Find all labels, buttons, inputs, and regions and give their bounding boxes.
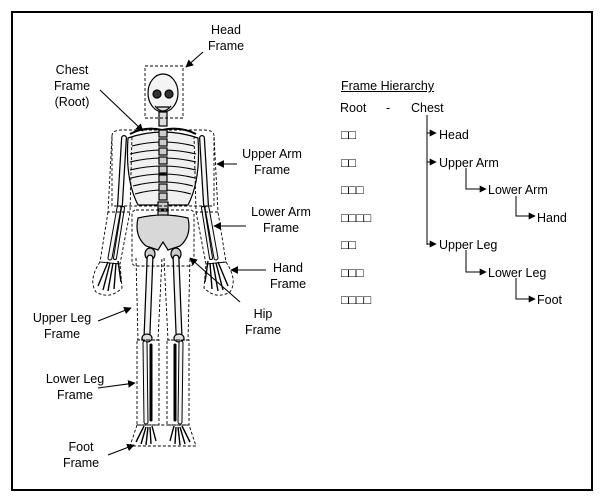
depth-marker-5: □□: [341, 238, 357, 252]
depth-marker-2: □□: [341, 156, 357, 170]
left-hand-bones: [97, 260, 122, 292]
hierarchy-lower-arm: Lower Arm: [488, 183, 548, 197]
foot-frame-label: Foot Frame: [56, 439, 106, 471]
upper-leg-frame-label-line1: Upper Leg: [32, 311, 92, 325]
chest-frame-label-line1: Chest: [55, 63, 89, 77]
dashed-frames: [92, 65, 234, 447]
hand-frame-label-line1: Hand: [273, 261, 303, 275]
lower-leg-frame-label-line2: Frame: [56, 388, 94, 402]
lower-arm-frame-label: Lower Arm Frame: [244, 204, 318, 236]
upper-leg-frame-label: Upper Leg Frame: [26, 310, 98, 342]
hand-frame-left: [92, 261, 123, 296]
chest-frame-outline: [111, 129, 215, 207]
chest-frame-label-line3: (Root): [54, 95, 90, 109]
upper-arm-frame-label: Upper Arm Frame: [236, 146, 308, 178]
upper-leg-frame-label-line2: Frame: [43, 327, 81, 341]
lower-leg-frame-label-line1: Lower Leg: [45, 372, 105, 386]
upper-arm-frame-left: [107, 135, 133, 213]
hip-frame-label: Hip Frame: [239, 306, 287, 338]
figure-border: [11, 11, 593, 491]
hierarchy-upper-leg: Upper Leg: [439, 238, 498, 252]
lower-arm-frame-right: [195, 211, 227, 265]
depth-marker-6: □□□: [341, 266, 364, 280]
skull: [147, 73, 179, 113]
head-frame-label-line2: Frame: [207, 39, 245, 53]
head-frame-label-line1: Head: [211, 23, 241, 37]
head-frame-label: Head Frame: [200, 22, 252, 54]
hip-frame-label-line2: Frame: [244, 323, 282, 337]
lower-arm-frame-label-line1: Lower Arm: [251, 205, 311, 219]
skeleton: [97, 73, 229, 446]
hand-frame-right: [203, 261, 234, 296]
lower-arm-frame-left: [99, 211, 131, 265]
chest-frame-label-line2: Frame: [53, 79, 91, 93]
hand-frame-label-line2: Frame: [269, 277, 307, 291]
upper-arm-frame-label-line1: Upper Arm: [242, 147, 302, 161]
hip-frame-box: [131, 209, 195, 267]
lower-arm-frame-label-line2: Frame: [262, 221, 300, 235]
hierarchy-head: Head: [439, 128, 469, 142]
upper-arm-frame-label-line2: Frame: [253, 163, 291, 177]
hierarchy-lower-leg: Lower Leg: [488, 266, 547, 280]
depth-marker-3: □□□: [341, 183, 364, 197]
depth-marker-1: □□: [341, 128, 357, 142]
hierarchy-dash: -: [386, 101, 391, 115]
hierarchy-root: Root: [340, 101, 367, 115]
upper-arm-frame-right: [193, 135, 219, 213]
hip-frame-label-line1: Hip: [253, 307, 273, 321]
depth-marker-4: □□□□: [341, 211, 372, 225]
right-hand-bones: [204, 260, 229, 292]
foot-frame-label-line2: Frame: [62, 456, 100, 470]
foot-frame-label-line1: Foot: [68, 440, 94, 454]
hand-frame-label: Hand Frame: [264, 260, 312, 292]
hierarchy-connectors: [426, 115, 536, 303]
hierarchy-title: Frame Hierarchy: [341, 79, 435, 93]
depth-marker-7: □□□□: [341, 293, 372, 307]
chest-frame-label: Chest Frame (Root): [44, 62, 100, 110]
lower-leg-frame-label: Lower Leg Frame: [38, 371, 112, 403]
pointer-arrows: [97, 51, 266, 456]
hierarchy-hand: Hand: [537, 211, 567, 225]
foot-frame: [129, 424, 197, 447]
hierarchy-upper-arm: Upper Arm: [439, 156, 499, 170]
hierarchy-foot: Foot: [537, 293, 563, 307]
feet-bones: [135, 425, 191, 446]
hierarchy-chest: Chest: [411, 101, 444, 115]
